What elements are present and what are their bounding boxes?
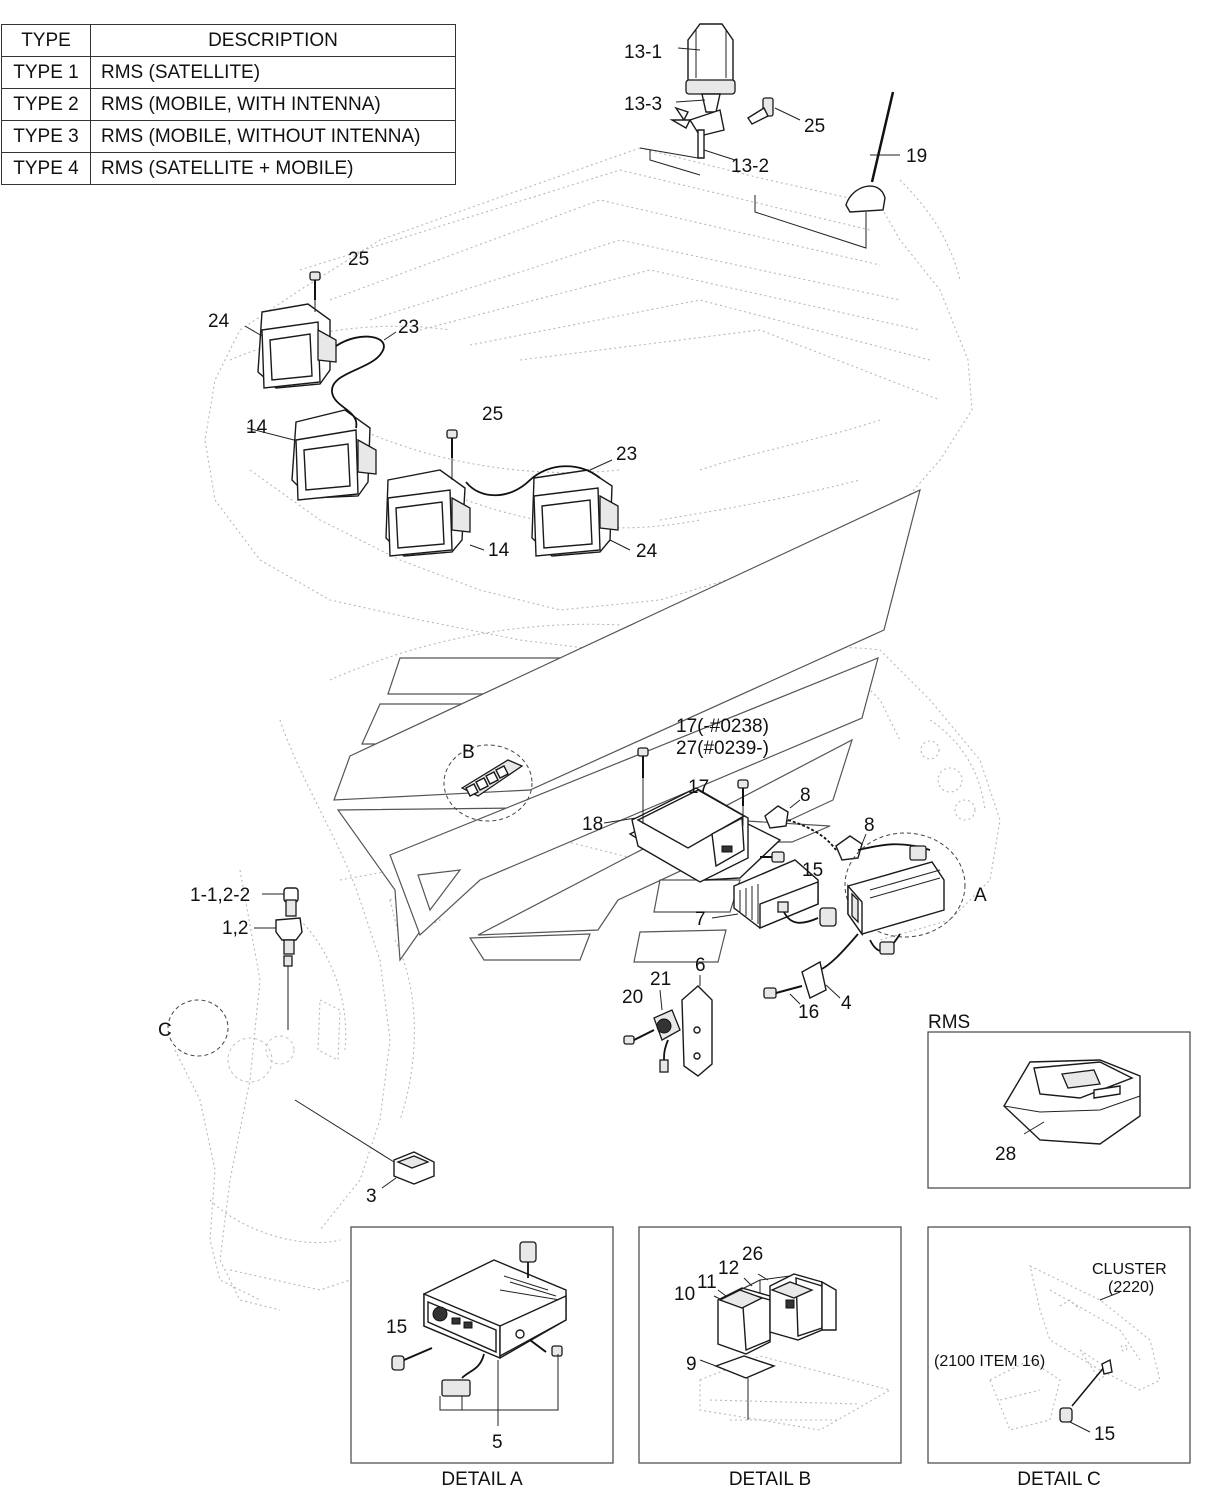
label-8-b: 8 xyxy=(864,815,875,836)
caption-detail-b: DETAIL B xyxy=(729,1469,811,1490)
label-23-left: 23 xyxy=(398,317,419,338)
rms-title: RMS xyxy=(928,1012,970,1033)
antenna xyxy=(754,91,895,249)
detail-b-label-10: 10 xyxy=(674,1284,695,1305)
label-25-lamp: 25 xyxy=(348,249,369,270)
detail-c-2100: (2100 ITEM 16) xyxy=(934,1353,1045,1370)
brackets-8 xyxy=(764,799,931,861)
rms-unit xyxy=(1003,1059,1141,1145)
caption-detail-c: DETAIL C xyxy=(1017,1469,1100,1490)
label-23-right: 23 xyxy=(616,444,637,465)
header-description: DESCRIPTION xyxy=(90,24,456,57)
label-24-left: 24 xyxy=(208,311,230,332)
description-cell: RMS (SATELLITE) xyxy=(90,56,456,89)
detail-c-cluster xyxy=(989,1265,1161,1433)
label-20: 20 xyxy=(622,987,643,1008)
radio-unit xyxy=(819,832,966,971)
label-16: 16 xyxy=(798,1002,819,1023)
detail-a-label-15: 15 xyxy=(386,1317,407,1338)
label-28: 28 xyxy=(995,1144,1016,1165)
detail-a-label-5: 5 xyxy=(492,1432,503,1453)
detail-c-label-15: 15 xyxy=(1094,1424,1115,1445)
type-table: TYPE DESCRIPTION TYPE 1 RMS (SATELLITE) … xyxy=(1,24,456,185)
table-row: TYPE 4 RMS (SATELLITE + MOBILE) xyxy=(1,152,456,185)
label-8-a: 8 xyxy=(800,785,811,806)
label-3: 3 xyxy=(366,1186,377,1207)
connector-15 xyxy=(760,851,837,927)
detail-c-box xyxy=(927,1226,1191,1464)
detail-b-label-12: 12 xyxy=(718,1258,739,1279)
part-4 xyxy=(763,960,841,1005)
type-cell: TYPE 4 xyxy=(1,152,91,185)
work-lamps xyxy=(244,271,631,557)
key-switch xyxy=(167,887,303,1057)
detail-b-box xyxy=(638,1226,902,1464)
header-type: TYPE xyxy=(1,24,91,57)
detail-a-radio xyxy=(391,1241,567,1426)
table-header-row: TYPE DESCRIPTION xyxy=(1,24,456,57)
label-17: 17 xyxy=(688,777,709,798)
detail-c-2220: (2220) xyxy=(1108,1279,1154,1296)
description-cell: RMS (MOBILE, WITHOUT INTENNA) xyxy=(90,120,456,153)
label-1-2: 1,2 xyxy=(222,918,248,939)
description-cell: RMS (SATELLITE + MOBILE) xyxy=(90,152,456,185)
table-row: TYPE 3 RMS (MOBILE, WITHOUT INTENNA) xyxy=(1,120,456,153)
detail-b-switches xyxy=(699,1273,892,1431)
caption-detail-a: DETAIL A xyxy=(441,1469,523,1490)
label-b: B xyxy=(462,742,475,763)
label-7: 7 xyxy=(695,909,706,930)
label-24-right: 24 xyxy=(636,541,658,562)
label-13-3: 13-3 xyxy=(624,94,662,115)
table-row: TYPE 2 RMS (MOBILE, WITH INTENNA) xyxy=(1,88,456,121)
table-row: TYPE 1 RMS (SATELLITE) xyxy=(1,56,456,89)
label-19: 19 xyxy=(906,146,927,167)
part-3 xyxy=(294,1099,435,1189)
label-25-top: 25 xyxy=(804,116,825,137)
label-15: 15 xyxy=(802,860,823,881)
label-1-1-2-2: 1-1,2-2 xyxy=(190,885,250,906)
controller-box xyxy=(603,747,782,883)
description-cell: RMS (MOBILE, WITH INTENNA) xyxy=(90,88,456,121)
type-cell: TYPE 3 xyxy=(1,120,91,153)
module-7 xyxy=(711,859,819,930)
label-13-2: 13-2 xyxy=(731,156,769,177)
label-25-mid: 25 xyxy=(482,404,503,425)
label-13-1: 13-1 xyxy=(624,42,662,63)
switch-panel-b xyxy=(443,744,533,822)
detail-captions: DETAIL A DETAIL B DETAIL C xyxy=(441,1469,1100,1490)
label-27-0239: 27(#0239-) xyxy=(676,738,769,759)
label-4: 4 xyxy=(841,993,852,1014)
part-labels: 13-1 13-3 13-2 25 19 25 24 23 14 25 23 1… xyxy=(158,42,1167,1453)
label-6: 6 xyxy=(695,955,706,976)
label-c: C xyxy=(158,1020,172,1041)
label-18: 18 xyxy=(582,814,603,835)
label-21: 21 xyxy=(650,969,671,990)
bracket-6-buzzer-21 xyxy=(623,975,713,1077)
detail-b-label-9: 9 xyxy=(686,1354,697,1375)
label-14-right: 14 xyxy=(488,540,510,561)
beacon-assembly xyxy=(639,23,900,176)
arrow-bands xyxy=(333,488,921,963)
label-a: A xyxy=(974,885,987,906)
detail-b-label-26: 26 xyxy=(742,1244,763,1265)
detail-b-label-11: 11 xyxy=(697,1272,717,1293)
label-14-left: 14 xyxy=(246,417,268,438)
detail-c-cluster: CLUSTER xyxy=(1092,1261,1167,1278)
label-17-0238: 17(-#0238) xyxy=(676,716,769,737)
